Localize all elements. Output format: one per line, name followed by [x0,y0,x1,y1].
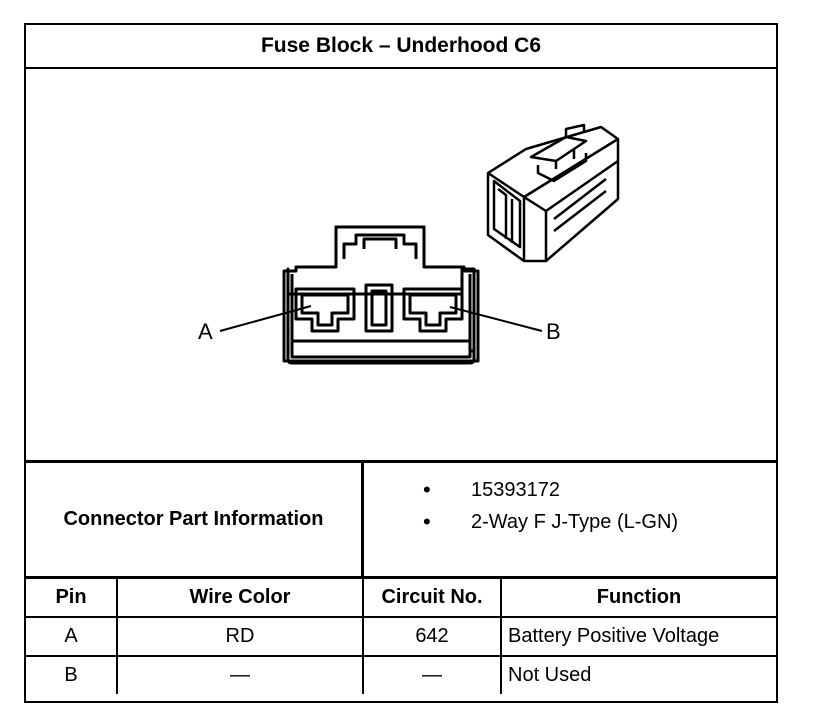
cavity-b-inner [408,293,458,327]
sheet-title: Fuse Block – Underhood C6 [26,25,776,69]
cell-function: Battery Positive Voltage [500,616,776,657]
bullet-icon: • [423,509,431,534]
connector-body-outline [286,267,476,365]
cell-circuit-no: 642 [362,616,502,657]
connector-figure: A B [26,69,776,463]
center-key [364,283,394,333]
header-function: Function [500,579,776,618]
cell-pin: B [26,655,118,694]
part-number: 15393172 [471,478,560,501]
header-circuit-no: Circuit No. [362,579,502,618]
connector-latch-window [362,237,398,249]
center-key-inner [370,289,388,327]
header-pin: Pin [26,579,118,618]
connector-latch-inner [342,233,418,259]
cell-circuit-no: — [362,655,502,694]
part-number-item: • 15393172 [364,475,776,505]
callout-b-leader [449,306,543,332]
connector-part-info-label: Connector Part Information [26,463,364,576]
connector-part-info: Connector Part Information • 15393172 • … [26,463,776,579]
cell-wire-color: RD [116,616,364,657]
callout-b-label: B [546,319,561,344]
connector-type: 2-Way F J-Type (L-GN) [471,510,679,533]
connector-part-list: • 15393172 • 2-Way F J-Type (L-GN) [364,463,776,576]
cell-function: Not Used [500,655,776,694]
connector-latch [334,225,426,267]
cell-wire-color: — [116,655,364,694]
pinout-table: Pin Wire Color Circuit No. Function A RD… [26,579,776,694]
table-row: A RD 642 Battery Positive Voltage [26,616,776,657]
table-row: B — — Not Used [26,655,776,694]
cavity-b-outline [402,287,464,333]
header-wire-color: Wire Color [116,579,364,618]
connector-sheet: Fuse Block – Underhood C6 [24,23,778,703]
cavity-a-outline [294,287,356,333]
callout-a-leader [219,305,312,332]
connector-drawing: A B [198,123,620,365]
callout-a-label: A [198,319,213,344]
cell-pin: A [26,616,118,657]
table-header-row: Pin Wire Color Circuit No. Function [26,579,776,618]
bullet-icon: • [423,477,431,502]
connector-face [290,274,472,359]
connector-type-item: • 2-Way F J-Type (L-GN) [364,507,776,537]
cavity-a-inner [300,293,350,327]
connector-iso-view [486,123,620,263]
